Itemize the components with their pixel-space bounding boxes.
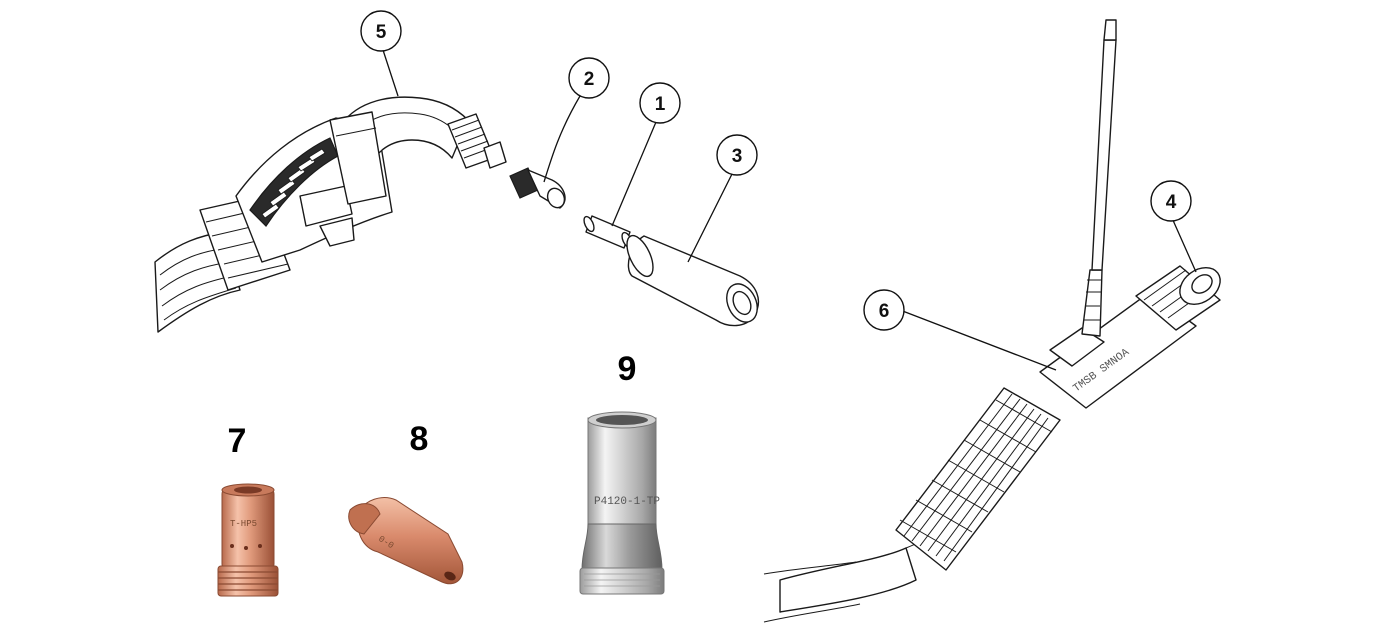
photo-label-9: 9 (618, 350, 637, 388)
part-8-photo: 0-0 (348, 497, 464, 585)
leader-1 (611, 121, 657, 227)
trigger-guard (319, 217, 355, 247)
svg-text:1: 1 (655, 94, 666, 115)
tig-handle: TMSB SMNOA (1039, 291, 1197, 409)
leader-6 (899, 309, 1057, 371)
part-4-collet-head (1135, 265, 1221, 331)
part-3-nozzle (626, 234, 759, 327)
photo-label-8: 8 (410, 420, 429, 458)
callout-4: 4 (1150, 180, 1192, 222)
leader-4 (1171, 217, 1197, 273)
svg-text:6: 6 (879, 301, 890, 322)
photo-label-7: 7 (228, 422, 247, 460)
leader-3 (687, 171, 734, 263)
handle-grip-slots (261, 148, 326, 219)
part-1-contact-tip (583, 215, 633, 249)
callout-2: 2 (568, 57, 610, 99)
part-9-photo: P4120-1-TP (579, 411, 665, 595)
gooseneck (329, 96, 469, 205)
leader-5 (382, 49, 399, 97)
tig-cable (763, 519, 947, 623)
tig-back-cap-rod (1081, 19, 1117, 337)
part-7-threads (217, 565, 279, 597)
svg-text:3: 3 (732, 146, 743, 167)
svg-text:2: 2 (584, 69, 595, 90)
neck-threads (447, 113, 507, 169)
callout-5: 5 (360, 10, 402, 52)
tig-flex-sleeve (895, 387, 1061, 571)
svg-text:4: 4 (1166, 192, 1177, 213)
leader-2 (543, 95, 581, 183)
part-7-photo: T-HP5 (217, 483, 279, 597)
part-7-engraving: T-HP5 (230, 519, 257, 529)
tig-handle-switch (1049, 327, 1105, 367)
callout-3: 3 (716, 134, 758, 176)
leader-lines (382, 49, 1197, 371)
trigger (299, 185, 353, 227)
callout-1: 1 (639, 82, 681, 124)
mig-torch-assembly (154, 96, 759, 333)
part-9-engraving: P4120-1-TP (594, 496, 660, 508)
tig-torch-assembly: TMSB SMNOA (763, 19, 1221, 623)
svg-text:5: 5 (376, 22, 387, 43)
part-2-diffuser (509, 167, 566, 209)
callout-6: 6 (863, 289, 905, 331)
